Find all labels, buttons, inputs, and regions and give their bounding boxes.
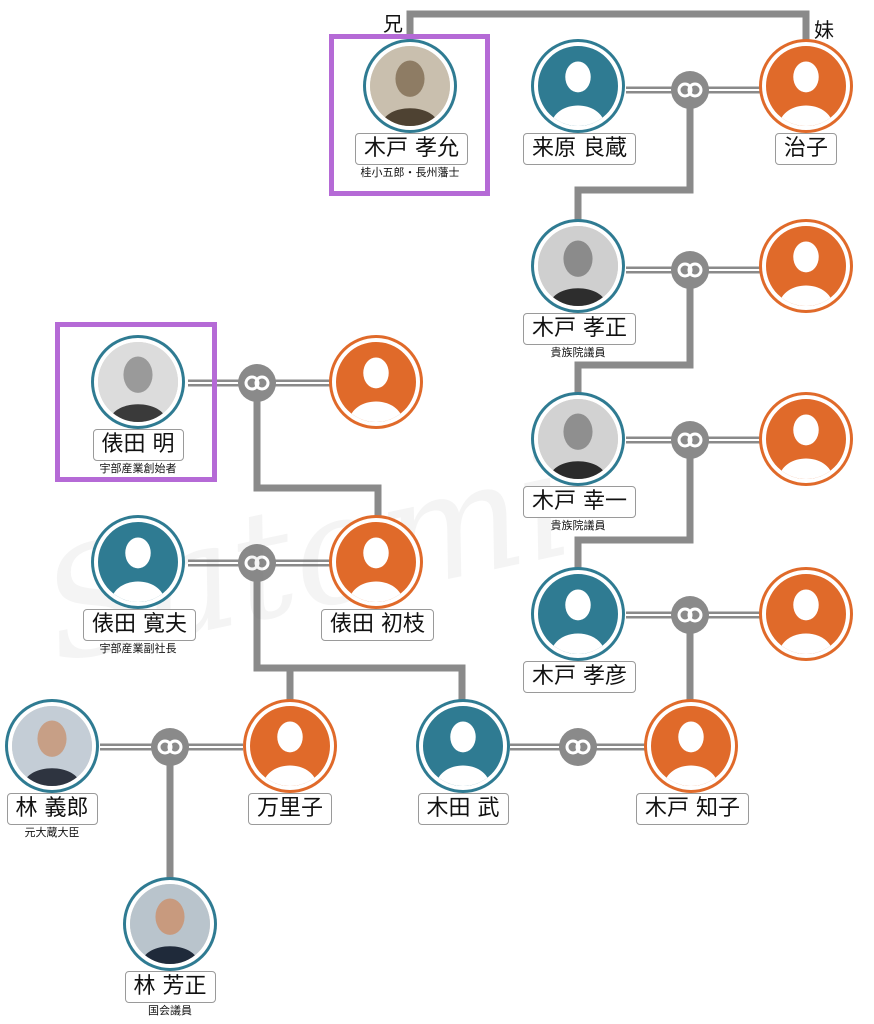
female-silhouette-icon bbox=[246, 702, 334, 790]
person-hayashi-yoshiro[interactable]: 林 義郎 元大蔵大臣 bbox=[0, 702, 107, 840]
person-name: 俵田 初枝 bbox=[321, 609, 434, 641]
person-kido-takahiko-wife[interactable] bbox=[751, 570, 861, 658]
person-name: 治子 bbox=[774, 133, 837, 165]
person-tawarada-akira-wife[interactable] bbox=[321, 338, 431, 426]
portrait-photo-icon bbox=[366, 42, 454, 130]
person-kido-koichi[interactable]: 木戸 幸一 貴族院議員 bbox=[523, 395, 636, 533]
person-tawarada-akira[interactable]: 俵田 明 宇部産業創始者 bbox=[83, 338, 193, 476]
elder-brother-label: 兄 bbox=[383, 12, 403, 36]
person-kido-takamasa-wife[interactable] bbox=[751, 222, 861, 310]
person-kido-takayoshi[interactable]: 木戸 孝允 桂小五郎・長州藩士 bbox=[355, 42, 468, 180]
male-silhouette-icon bbox=[94, 518, 182, 606]
male-silhouette-icon bbox=[419, 702, 507, 790]
person-name: 木戸 孝彦 bbox=[523, 661, 636, 693]
person-kido-koichi-wife[interactable] bbox=[751, 395, 861, 483]
female-silhouette-icon bbox=[762, 222, 850, 310]
person-name: 林 義郎 bbox=[6, 793, 98, 825]
portrait-photo-icon bbox=[534, 395, 622, 483]
person-title: 宇部産業副社長 bbox=[99, 642, 177, 655]
person-name: 林 芳正 bbox=[124, 971, 216, 1003]
female-silhouette-icon bbox=[332, 518, 420, 606]
person-kida-takeshi[interactable]: 木田 武 bbox=[408, 702, 518, 825]
person-tawarada-hiroo[interactable]: 俵田 寛夫 宇部産業副社長 bbox=[83, 518, 196, 656]
person-tawarada-hatsue[interactable]: 俵田 初枝 bbox=[321, 518, 434, 641]
person-name: 木戸 知子 bbox=[636, 793, 749, 825]
female-silhouette-icon bbox=[762, 42, 850, 130]
person-title: 国会議員 bbox=[148, 1004, 192, 1017]
male-silhouette-icon bbox=[534, 570, 622, 658]
person-name: 木戸 幸一 bbox=[523, 486, 636, 518]
person-name: 木戸 孝正 bbox=[523, 313, 636, 345]
person-kido-takamasa[interactable]: 木戸 孝正 貴族院議員 bbox=[523, 222, 636, 360]
portrait-photo-icon bbox=[8, 702, 96, 790]
person-title: 桂小五郎・長州藩士 bbox=[360, 166, 460, 179]
person-kurihara-ryozo[interactable]: 来原 良蔵 bbox=[523, 42, 636, 165]
person-title: 元大蔵大臣 bbox=[24, 826, 80, 839]
person-title: 貴族院議員 bbox=[550, 519, 606, 532]
younger-sister-label: 妹 bbox=[814, 18, 834, 42]
female-silhouette-icon bbox=[762, 395, 850, 483]
person-name: 木戸 孝允 bbox=[355, 133, 468, 165]
female-silhouette-icon bbox=[647, 702, 735, 790]
person-name: 俵田 寛夫 bbox=[83, 609, 196, 641]
highlight-frame bbox=[329, 34, 490, 196]
female-silhouette-icon bbox=[332, 338, 420, 426]
female-silhouette-icon bbox=[762, 570, 850, 658]
portrait-photo-icon bbox=[126, 880, 214, 968]
highlight-frame bbox=[55, 322, 217, 482]
person-name: 万里子 bbox=[247, 793, 332, 825]
person-name: 木田 武 bbox=[417, 793, 509, 825]
person-name: 俵田 明 bbox=[92, 429, 184, 461]
male-silhouette-icon bbox=[534, 42, 622, 130]
person-title: 貴族院議員 bbox=[550, 346, 606, 359]
person-kido-takahiko[interactable]: 木戸 孝彦 bbox=[523, 570, 636, 693]
portrait-photo-icon bbox=[94, 338, 182, 426]
person-kido-tomoko[interactable]: 木戸 知子 bbox=[636, 702, 749, 825]
person-name: 来原 良蔵 bbox=[523, 133, 636, 165]
portrait-photo-icon bbox=[534, 222, 622, 310]
person-haruko[interactable]: 治子 bbox=[751, 42, 861, 165]
person-title: 宇部産業創始者 bbox=[99, 462, 177, 475]
person-mariko[interactable]: 万里子 bbox=[235, 702, 345, 825]
person-hayashi-yoshimasa[interactable]: 林 芳正 国会議員 bbox=[115, 880, 225, 1018]
